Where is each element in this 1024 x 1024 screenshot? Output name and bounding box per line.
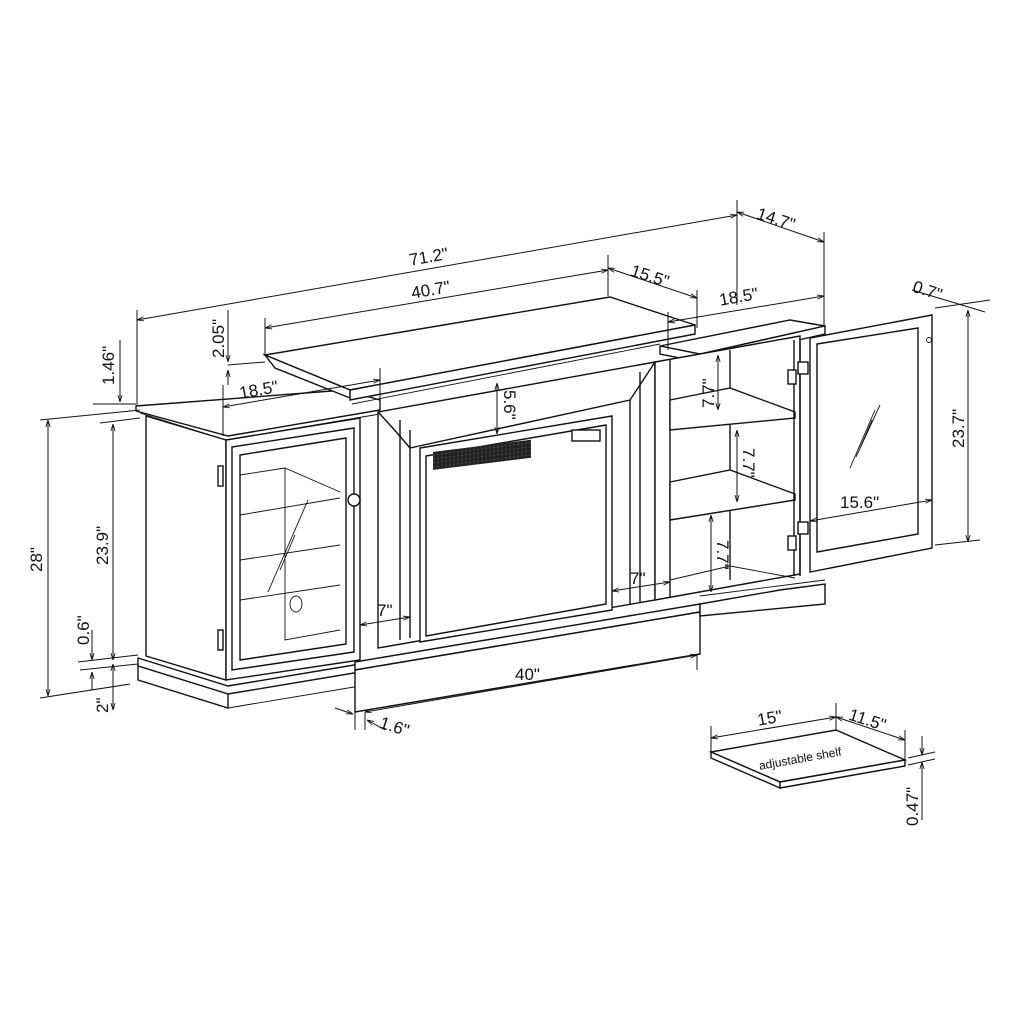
dim-firebox-top-gap: 5.6"	[500, 390, 519, 420]
dim-shelf-spacing-bottom: 7.7"	[713, 540, 732, 570]
adjustable-shelf-detail	[708, 703, 936, 820]
dim-top-step-height: 2.05"	[209, 318, 228, 358]
shelf-thickness: 0.47"	[903, 786, 922, 826]
dim-side-top-thickness: 1.46"	[99, 345, 118, 385]
dim-overall-height: 28"	[27, 547, 46, 572]
dim-hearth-width: 40"	[515, 665, 540, 684]
dim-cabinet-height: 23.9"	[93, 525, 112, 565]
dim-door-height: 23.7"	[949, 408, 968, 448]
dim-shelf-spacing-mid: 7.7"	[739, 448, 758, 478]
dim-base-gap: 0.6"	[74, 615, 93, 645]
shelf-width: 15"	[755, 706, 784, 730]
dim-left-pillar-width: 7"	[377, 601, 393, 620]
right-cabinet	[654, 314, 933, 617]
dim-shelf-spacing-top: 7.7"	[699, 378, 718, 408]
dim-right-pillar-width: 7"	[630, 569, 646, 588]
dim-base-height: 2"	[93, 697, 112, 714]
dim-door-width: 15.6"	[840, 493, 880, 512]
dimension-lines	[39, 200, 991, 731]
left-cabinet	[135, 389, 381, 709]
